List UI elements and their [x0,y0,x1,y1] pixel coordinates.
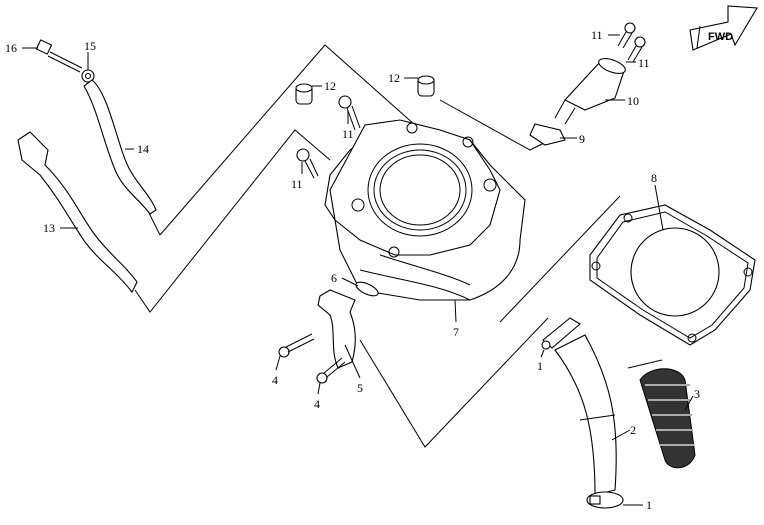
callout-10: 10 [627,94,639,108]
fwd-direction-arrow-icon: FWD [689,5,758,51]
part-12-dowel-right [417,75,435,97]
part-1-clamp-lower [586,491,624,509]
callout-2: 2 [630,423,636,437]
callout-5: 5 [357,381,363,395]
callout-12-right: 12 [388,71,400,85]
callout-7: 7 [453,325,459,339]
part-15-washer [81,69,95,83]
callout-3: 3 [694,387,700,401]
callout-11-tensioner-b: 11 [638,56,650,70]
part-10-cam-chain-tensioner [554,58,626,125]
leader-lines [22,34,694,506]
part-11-bolt-tensioner-a [617,22,636,49]
part-11-bolt-lower [296,148,319,179]
part-6-o-ring [355,281,379,297]
part-8-cylinder-gasket [589,204,756,346]
part-16-bolt [35,39,83,73]
callout-16: 16 [5,41,17,55]
part-12-dowel-left [295,83,313,105]
callout-15: 15 [84,39,96,53]
part-11-bolt-upper [338,95,361,131]
part-14-tensioner-arm [83,79,157,215]
part-3-protective-sleeve [639,368,696,469]
part-4-bolt-b [316,357,346,384]
callout-9: 9 [579,132,585,146]
callout-6: 6 [331,271,337,285]
callout-11-upper: 11 [342,127,354,141]
callout-14: 14 [137,142,149,156]
callout-12-left: 12 [324,79,336,93]
callout-4b: 4 [314,397,320,411]
part-9-tensioner-gasket [529,123,566,146]
part-4-bolt-a [278,333,315,358]
part-13-chain-guide [17,131,138,294]
part-11-bolt-tensioner-b [627,36,646,63]
part-2-hose [554,334,617,496]
grouping-lines [134,44,663,448]
fwd-label: FWD [708,31,733,43]
callout-4a: 4 [272,373,278,387]
part-1-clamp-upper [541,317,581,350]
part-5-intake-pipe [317,289,356,369]
callout-1-lower: 1 [646,498,652,512]
callout-labels: 16 15 14 13 12 11 11 12 11 11 10 9 8 7 6… [5,28,700,512]
callout-13: 13 [43,221,55,235]
callout-8: 8 [651,171,657,185]
callout-1-upper: 1 [537,359,543,373]
part-7-cylinder [324,119,526,301]
callout-11-tensioner-a: 11 [591,28,603,42]
callout-11-lower: 11 [291,177,303,191]
